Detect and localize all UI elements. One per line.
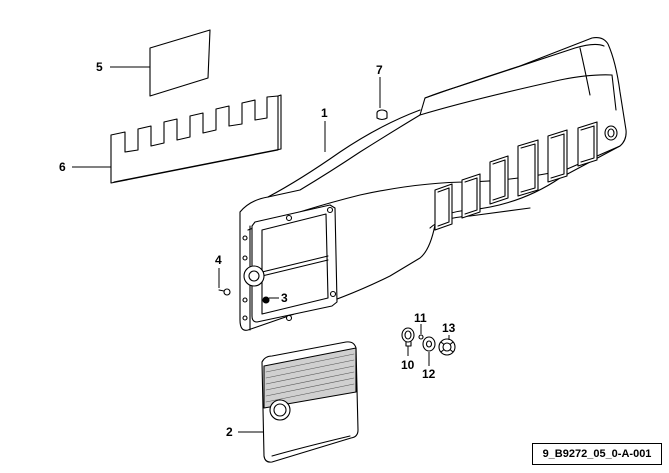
callout-12: 12 xyxy=(422,367,436,381)
callout-11: 11 xyxy=(414,311,427,325)
callout-1: 1 xyxy=(321,106,328,120)
callout-13: 13 xyxy=(442,321,456,335)
part-13-knob xyxy=(438,338,456,356)
callout-10: 10 xyxy=(401,358,415,372)
leader-lines xyxy=(72,66,450,433)
callout-7: 7 xyxy=(376,63,383,77)
part-5-panel xyxy=(149,29,211,97)
reference-code-box: 9_B9272_05_0-A-001 xyxy=(532,443,662,465)
part-1-fender xyxy=(239,37,627,331)
part-11-pin xyxy=(418,334,424,340)
part-4-screw xyxy=(218,288,231,296)
callout-labels: 5 6 1 7 4 3 2 10 11 12 13 xyxy=(59,60,456,439)
callout-3: 3 xyxy=(281,291,288,305)
part-2-cover xyxy=(261,341,359,463)
callout-4: 4 xyxy=(215,253,222,267)
part-6-comb-strip xyxy=(110,94,282,184)
callout-2: 2 xyxy=(226,425,233,439)
fender-vent-slots xyxy=(434,121,598,231)
part-12-washer xyxy=(422,336,436,352)
reference-code: 9_B9272_05_0-A-001 xyxy=(542,448,652,460)
callout-5: 5 xyxy=(96,60,103,74)
part-3-plug xyxy=(262,296,270,304)
callout-6: 6 xyxy=(59,160,66,174)
part-10-fastener xyxy=(401,327,415,347)
part-7-clip xyxy=(376,109,388,121)
